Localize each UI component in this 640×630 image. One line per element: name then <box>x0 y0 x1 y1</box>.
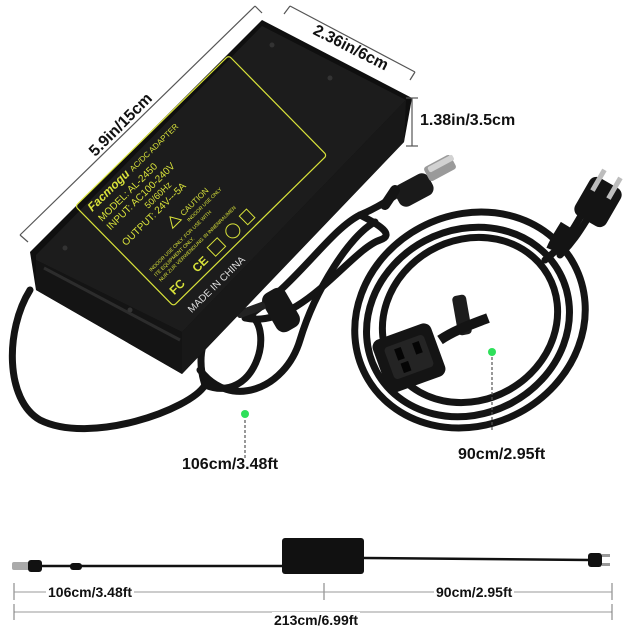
weee-bin-icon <box>238 208 256 226</box>
gs-icon <box>206 237 227 257</box>
total-length-label: 213cm/6.99ft <box>272 612 361 628</box>
dc-marker-dot <box>241 410 249 418</box>
bottom-schematic <box>12 538 613 620</box>
ac-cable-length-label: 90cm/2.95ft <box>458 446 546 463</box>
bottom-ac-length-label: 90cm/2.95ft <box>434 584 515 600</box>
us-plug <box>546 168 623 253</box>
bottom-dc-length-label: 106cm/3.48ft <box>46 584 135 600</box>
ac-cable-coil <box>351 196 604 432</box>
dc-plug <box>380 154 456 210</box>
dc-cable-coil-2 <box>196 218 379 395</box>
c13-connector <box>372 313 490 393</box>
adapter-label: Facmogu AC/DC ADAPTER MODEL: AL-2450 INP… <box>75 56 327 315</box>
ferrite-bead <box>262 287 300 333</box>
ac-marker-dot <box>488 348 496 356</box>
dc-cable <box>8 286 209 432</box>
adapter-body <box>30 20 412 374</box>
dc-cable-length-label: 106cm/3.48ft <box>182 456 279 473</box>
caution-triangle-icon <box>169 216 183 230</box>
dimension-lines <box>19 5 493 460</box>
ul-icon <box>225 223 241 239</box>
height-dimension-label: 1.38in/3.5cm <box>420 112 516 129</box>
